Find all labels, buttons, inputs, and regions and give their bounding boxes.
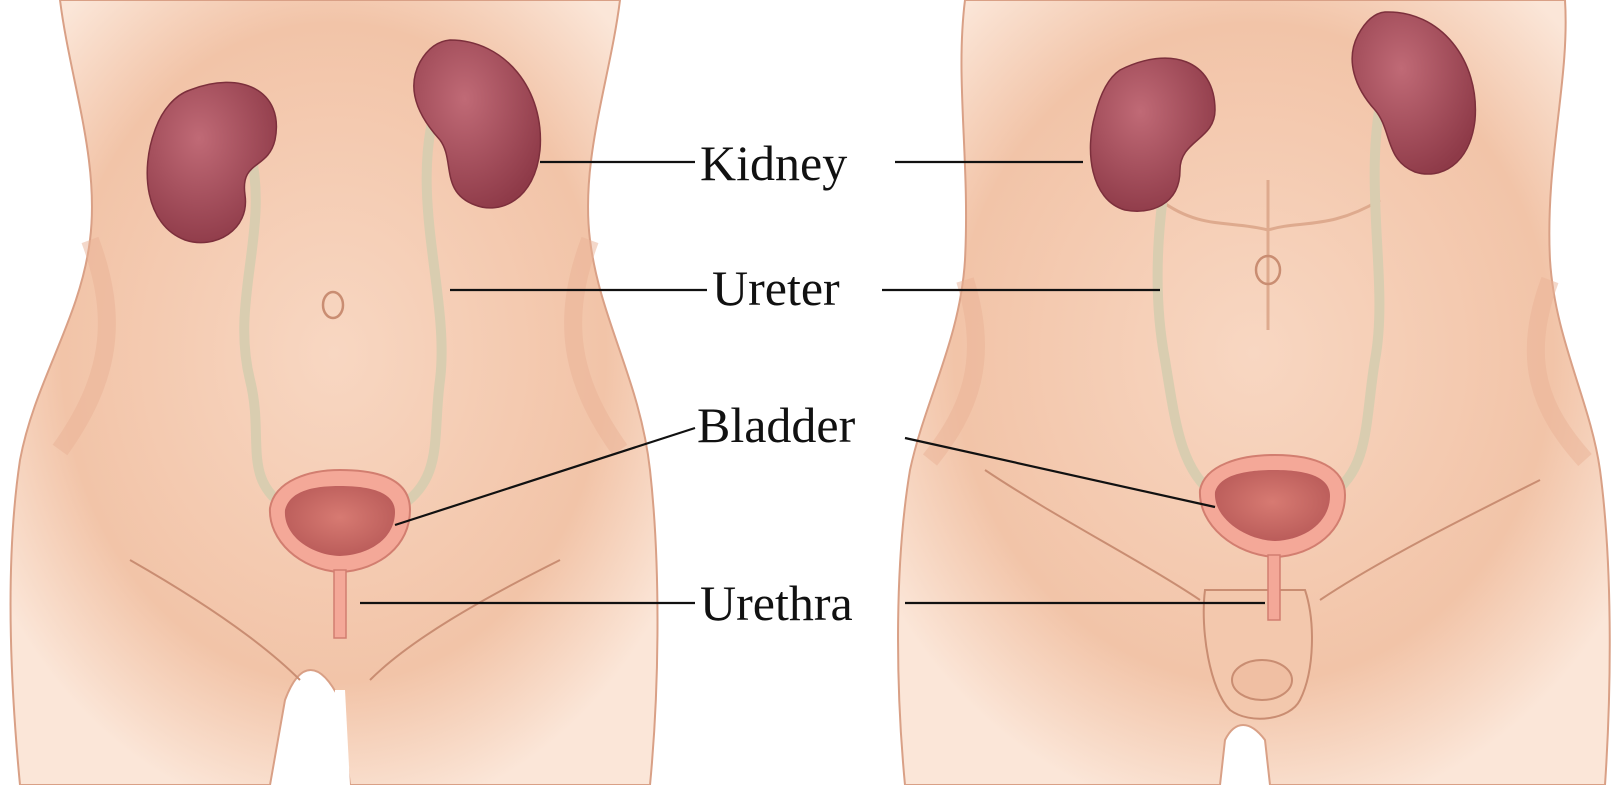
- male-urethra: [1268, 555, 1280, 620]
- female-torso: [11, 0, 658, 785]
- female-figure: [11, 0, 658, 785]
- kidney-label: Kidney: [700, 138, 847, 188]
- urethra-label: Urethra: [700, 578, 853, 628]
- male-glans: [1232, 660, 1292, 700]
- male-figure: [898, 0, 1610, 785]
- female-urethra: [334, 570, 346, 638]
- bladder-label: Bladder: [697, 400, 855, 450]
- ureter-label: Ureter: [712, 263, 840, 313]
